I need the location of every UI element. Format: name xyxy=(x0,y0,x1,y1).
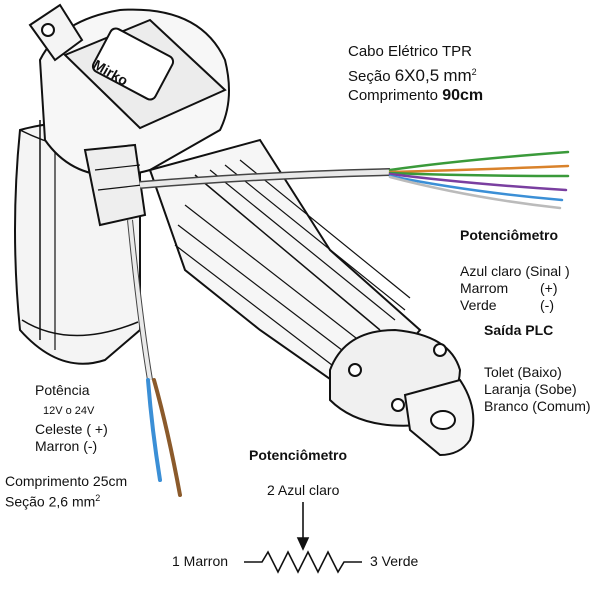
plc-title: Saída PLC xyxy=(484,322,554,338)
cable-section: Seção 6X0,5 mm2 xyxy=(348,64,477,85)
schematic-right: 3 Verde xyxy=(370,553,419,569)
cable-length-label: Comprimento xyxy=(348,87,439,104)
pot-sign-minus: (-) xyxy=(540,297,554,313)
pot-sign-plus: (+) xyxy=(540,280,558,296)
power-section: Seção 2,6 mm2 xyxy=(5,490,100,510)
power-title: Potência xyxy=(35,382,90,398)
schematic-left: 1 Marron xyxy=(172,553,229,569)
cable-title: Cabo Elétrico TPR xyxy=(348,43,472,60)
plc-line-up: Laranja (Sobe) xyxy=(484,381,577,397)
power-section-label: Seção 2,6 mm xyxy=(5,493,96,510)
power-length: Comprimento 25cm xyxy=(5,473,128,489)
plc-line-common: Branco (Comum) xyxy=(484,398,591,414)
cable-length-value: 90cm xyxy=(442,87,484,104)
pot-line-signal: Azul claro (Sinal ) xyxy=(460,263,570,279)
power-minus: Marron (-) xyxy=(35,438,98,454)
plc-line-down: Tolet (Baixo) xyxy=(484,364,562,380)
rod-end xyxy=(403,378,475,457)
cable-gland xyxy=(83,143,147,227)
power-plus: Celeste ( +) xyxy=(35,421,108,437)
gearbox-housing xyxy=(38,8,230,177)
cable-section-label: Seção xyxy=(348,68,391,85)
schematic-title: Potenciômetro xyxy=(249,447,348,463)
pot-line-plus: Marrom xyxy=(460,280,509,296)
potentiometer-title: Potenciômetro xyxy=(460,227,559,243)
cable-section-exp: 2 xyxy=(471,67,477,77)
cable-section-value: 6X0,5 xyxy=(394,66,440,85)
power-section-exp: 2 xyxy=(95,493,101,503)
power-cable xyxy=(127,219,182,497)
potentiometer-schematic xyxy=(244,502,362,574)
pot-line-minus: Verde xyxy=(460,297,497,313)
schematic-wiper: 2 Azul claro xyxy=(267,482,340,498)
cable-section-unit: mm xyxy=(443,66,472,85)
mounting-lug xyxy=(28,3,84,62)
power-voltage: 12V o 24V xyxy=(43,405,95,417)
signal-wires xyxy=(388,150,570,210)
cable-length: Comprimento 90cm xyxy=(348,88,483,104)
